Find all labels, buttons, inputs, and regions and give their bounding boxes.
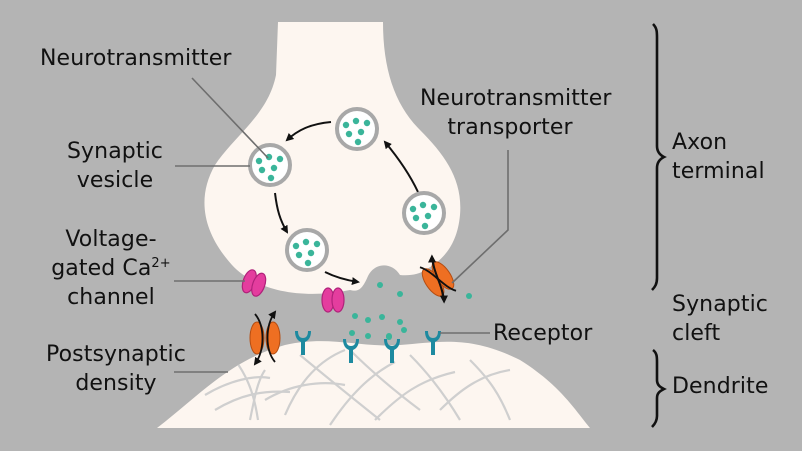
receptor	[425, 331, 441, 355]
region-braces	[651, 23, 667, 428]
synaptic-vesicle	[402, 191, 446, 235]
axon-terminal-shape	[204, 22, 461, 294]
synaptic-vesicle	[248, 143, 292, 187]
voltage-gated-ca-channel	[321, 287, 345, 313]
neurotransmitter-label: Neurotransmitter	[40, 46, 232, 71]
axon-terminal-region-label: Axon terminal	[672, 130, 765, 184]
receptor	[384, 339, 400, 363]
postsynaptic-density-label: Postsynaptic density	[46, 342, 186, 396]
postsynaptic-transporter	[249, 310, 281, 366]
dendrite-shape	[157, 341, 590, 428]
dendrite-region-label: Dendrite	[672, 374, 769, 399]
voltage-gated-ca-channel-label: Voltage- gated Ca2+ channel	[51, 227, 171, 310]
receptor-label: Receptor	[493, 321, 593, 346]
receptor	[295, 331, 311, 355]
dendrite-brace	[651, 348, 667, 428]
postsynaptic-density-filaments	[204, 348, 512, 426]
receptor	[343, 339, 359, 363]
synaptic-vesicle-label: Synaptic vesicle	[66, 139, 163, 193]
vesicle-cycle-arrows	[274, 121, 419, 286]
neurotransmitter-transporter	[419, 254, 457, 304]
synaptic-vesicle	[285, 228, 329, 272]
synaptic-vesicle	[335, 107, 379, 151]
synaptic-cleft-region-label: Synaptic cleft	[672, 292, 769, 346]
axon-terminal-brace	[651, 23, 667, 291]
leader-lines	[174, 77, 509, 373]
neurotransmitter-transporter-label: Neurotransmitter transporter	[420, 86, 612, 140]
voltage-gated-ca-channel	[241, 269, 267, 297]
